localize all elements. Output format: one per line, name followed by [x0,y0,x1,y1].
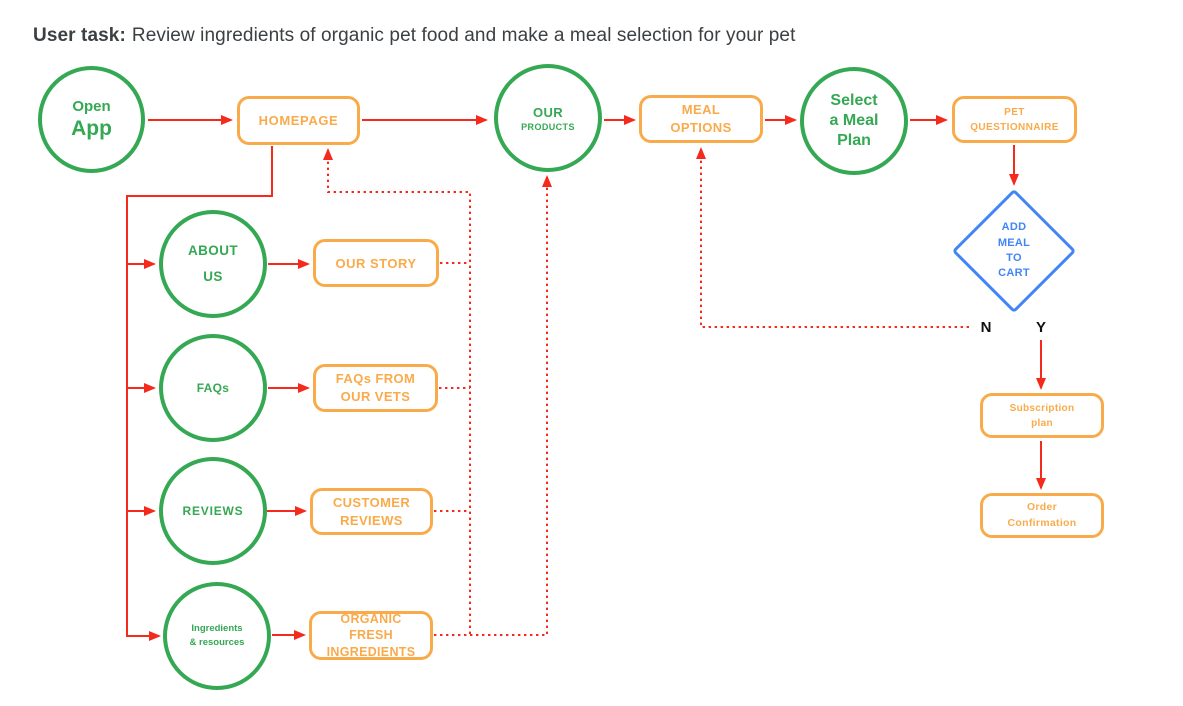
about-us-label-line1: ABOUT [188,243,238,259]
customer-reviews-label-line1: CUSTOMER [332,494,411,510]
our-story-node: OUR STORY [313,239,439,287]
title-label: User task: [33,25,126,46]
title-text: Review ingredients of organic pet food a… [131,25,796,46]
organic-fresh-ingredients-label-line2: FRESH [349,628,393,643]
open-app-label-line1: Open [72,97,111,115]
ingredients-resources-node: Ingredients & resources [163,582,271,690]
our-story-label: OUR STORY [335,255,417,271]
open-app-label-line2: App [71,116,112,140]
subscription-plan-node: Subscription plan [980,393,1104,438]
meal-options-label-line2: OPTIONS [670,120,732,135]
meal-options-label-line1: MEAL [681,102,721,118]
add-meal-to-cart-line3: TO [1006,252,1022,264]
customer-reviews-label-line2: REVIEWS [340,512,403,528]
pet-questionnaire-label-line2: QUESTIONNAIRE [970,121,1059,133]
meal-options-node: MEAL OPTIONS [639,95,763,143]
ingredients-resources-label-line2: & resources [189,637,245,648]
pet-questionnaire-label-line1: PET [1004,106,1025,118]
faqs-label: FAQs [196,381,230,395]
our-products-label-line2: PRODUCTS [521,121,575,132]
subscription-plan-label-line2: plan [1031,417,1053,429]
dotted-organic-fresh-back-to-our-products [434,175,552,636]
branch-no-label: N [980,319,992,336]
organic-fresh-ingredients-label-line1: ORGANIC [340,612,402,627]
dotted-no-back-to-meal-options [696,147,969,328]
faqs-from-our-vets-label-line2: OUR VETS [340,389,411,404]
organic-fresh-ingredients-label-line3: INGREDIENTS [326,644,416,659]
pet-questionnaire-node: PET QUESTIONNAIRE [952,96,1077,143]
order-confirmation-label-line2: Confirmation [1007,516,1077,529]
subscription-plan-label-line1: Subscription [1009,402,1075,414]
customer-reviews-node: CUSTOMER REVIEWS [310,488,433,535]
add-meal-to-cart-line4: CART [998,267,1030,280]
reviews-node: REVIEWS [159,457,267,565]
select-meal-plan-label-line2: a Meal [829,112,879,129]
our-products-label-line1: OUR [532,104,564,120]
add-meal-to-cart-line2: MEAL [997,236,1031,249]
page-title: User task:Review ingredients of organic … [33,25,795,47]
branch-yes-label: Y [1035,319,1046,336]
homepage-node: HOMEPAGE [237,96,360,145]
add-meal-to-cart-line1: ADD [1001,221,1027,234]
order-confirmation-label-line1: Order [1026,500,1058,513]
add-meal-to-cart-decision: ADD MEAL TO CART [951,188,1077,314]
select-meal-plan-node: Select a Meal Plan [800,67,908,175]
organic-fresh-ingredients-node: ORGANIC FRESH INGREDIENTS [309,611,433,660]
add-meal-to-cart-label: ADD MEAL TO CART [973,210,1055,292]
faqs-from-our-vets-node: FAQs FROM OUR VETS [313,364,438,412]
reviews-label: REVIEWS [182,504,244,518]
about-us-label-line2: US [203,269,223,284]
select-meal-plan-label-line1: Select [830,92,878,109]
homepage-label: HOMEPAGE [258,113,339,128]
select-meal-plan-label-line3: Plan [837,132,871,149]
our-products-node: OUR PRODUCTS [494,64,602,172]
open-app-node: Open App [38,66,145,173]
faqs-node: FAQs [159,334,267,442]
about-us-node: ABOUT US [159,210,267,318]
ingredients-resources-label-line1: Ingredients [191,622,243,634]
faqs-from-our-vets-label-line1: FAQs FROM [335,371,416,387]
order-confirmation-node: Order Confirmation [980,493,1104,538]
